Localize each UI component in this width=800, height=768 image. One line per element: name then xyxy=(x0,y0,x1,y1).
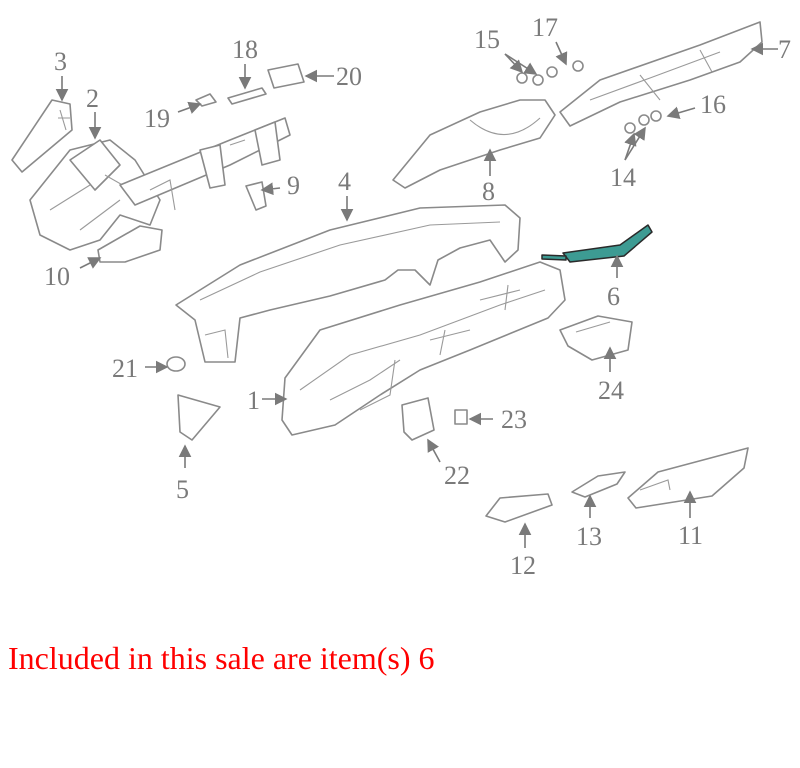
part-23-clip xyxy=(454,409,468,425)
small-knobs xyxy=(516,60,662,134)
callout-4: 4 xyxy=(338,167,351,196)
callout-7: 7 xyxy=(778,35,791,64)
callout-6: 6 xyxy=(607,282,620,311)
part-12-handle xyxy=(485,493,553,523)
callout-2: 2 xyxy=(86,84,99,113)
part-22-bracket xyxy=(401,397,435,441)
callout-18: 18 xyxy=(232,35,258,64)
exploded-parts-diagram: 1 2 3 4 5 6 7 8 9 10 11 12 13 14 15 16 1… xyxy=(11,13,791,580)
callout-21: 21 xyxy=(112,354,138,383)
callout-15: 15 xyxy=(474,25,500,54)
part-6-highlighted-trim xyxy=(541,224,653,263)
cross-car-beam xyxy=(119,117,291,211)
part-9-screw xyxy=(245,181,267,211)
callout-17: 17 xyxy=(532,13,558,42)
part-4-dash-pad xyxy=(175,204,521,363)
part-18-clip xyxy=(227,87,267,105)
callout-9: 9 xyxy=(287,171,300,200)
part-5-end-panel xyxy=(177,394,221,441)
callout-24: 24 xyxy=(598,376,624,405)
part-1-instrument-panel xyxy=(281,261,566,436)
part-3-bracket xyxy=(11,99,73,173)
part-20-connector xyxy=(267,63,305,89)
callout-11: 11 xyxy=(678,521,703,550)
callout-23: 23 xyxy=(501,405,527,434)
part-8-cluster-bezel xyxy=(392,99,556,189)
part-11-glove-box-door xyxy=(627,447,749,509)
part-13-latch xyxy=(571,471,626,498)
callout-22: 22 xyxy=(444,461,470,490)
part-7-trim-panel xyxy=(559,21,763,127)
callout-13: 13 xyxy=(576,522,602,551)
part-21-cap xyxy=(166,356,186,372)
callout-1: 1 xyxy=(247,386,260,415)
callout-8: 8 xyxy=(482,177,495,206)
callout-12: 12 xyxy=(510,551,536,580)
callout-14: 14 xyxy=(610,163,636,192)
callout-20: 20 xyxy=(336,62,362,91)
callout-5: 5 xyxy=(176,475,189,504)
leader-arrows xyxy=(55,41,778,548)
callout-19: 19 xyxy=(144,104,170,133)
part-24-storage-box xyxy=(559,315,633,361)
callout-10: 10 xyxy=(44,262,70,291)
callout-16: 16 xyxy=(700,90,726,119)
callout-3: 3 xyxy=(54,47,67,76)
included-items-caption: Included in this sale are item(s) 6 xyxy=(8,640,435,676)
